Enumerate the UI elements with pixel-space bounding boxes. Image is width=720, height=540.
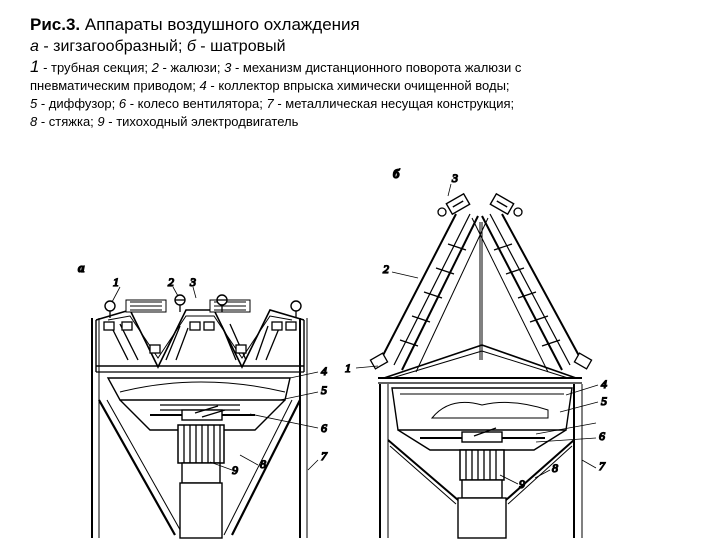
zigzag-tube-sections bbox=[95, 309, 305, 373]
drawing-b-letter: б bbox=[393, 166, 400, 181]
label-a-1: 1 bbox=[113, 275, 119, 289]
label-a-8: 8 bbox=[260, 457, 266, 471]
label-b-3: 3 bbox=[451, 171, 458, 185]
label-b-5: 5 bbox=[601, 394, 607, 408]
legend-num: 5 bbox=[30, 96, 38, 111]
figure-label: Рис.3. bbox=[30, 15, 81, 34]
labels-a bbox=[111, 286, 319, 471]
figure-caption: Рис.3. Аппараты воздушного охлаждения а … bbox=[30, 14, 710, 131]
legend-num: 2 bbox=[151, 60, 159, 75]
legend-text: - колесо вентилятора; bbox=[126, 96, 267, 111]
motor-b bbox=[457, 449, 507, 539]
legend-text: - диффузор; bbox=[37, 96, 119, 111]
support-structure-a bbox=[91, 318, 308, 538]
variant-a-letter: а bbox=[30, 38, 39, 55]
label-a-3: 3 bbox=[189, 275, 196, 289]
labels-b bbox=[355, 183, 599, 485]
legend-line-3: 5 - диффузор; 6 - колесо вентилятора; 7 … bbox=[30, 95, 710, 113]
legend-num: 4 bbox=[199, 78, 207, 93]
support-structure-b bbox=[379, 384, 583, 538]
legend-num: 7 bbox=[266, 96, 274, 111]
label-b-7: 7 bbox=[599, 459, 606, 473]
label-b-2: 2 bbox=[383, 262, 389, 276]
legend-text: - механизм дистанционного поворота жалюз… bbox=[231, 60, 522, 75]
legend-num: 8 bbox=[30, 114, 38, 129]
label-b-6: 6 bbox=[599, 429, 605, 443]
legend-text: - жалюзи; bbox=[158, 60, 225, 75]
louver-drive-mechanisms-b bbox=[369, 192, 593, 370]
drawing-a-letter: а bbox=[78, 260, 85, 275]
legend-num: 1 bbox=[30, 57, 40, 76]
label-a-6: 6 bbox=[321, 421, 327, 435]
figure-title-text: Аппараты воздушного охлаждения bbox=[80, 15, 360, 34]
legend-text: - трубная секция; bbox=[39, 60, 152, 75]
legend-line-4: 8 - стяжка; 9 - тихоходный электродвигат… bbox=[30, 113, 710, 131]
legend-num: 9 bbox=[97, 114, 105, 129]
diffuser-a bbox=[106, 377, 291, 431]
fan-wheel-b bbox=[420, 427, 545, 443]
base-frame-b bbox=[378, 344, 582, 384]
figure-title: Рис.3. Аппараты воздушного охлаждения bbox=[30, 14, 710, 36]
variant-b-text: - шатровый bbox=[195, 38, 286, 55]
legend-text: - металлическая несущая конструкция; bbox=[273, 96, 515, 111]
legend-num: 6 bbox=[118, 96, 127, 111]
fan-wheel-a bbox=[150, 405, 255, 421]
legend-text: пневматическим приводом; bbox=[30, 78, 200, 93]
variant-b-letter: б bbox=[186, 38, 196, 55]
label-b-8: 8 bbox=[552, 461, 558, 475]
legend-text: - коллектор впрыска химически очищенной … bbox=[206, 78, 510, 93]
label-b-4: 4 bbox=[601, 377, 607, 391]
legend-text: - стяжка; bbox=[37, 114, 98, 129]
label-a-9: 9 bbox=[232, 463, 238, 477]
label-b-1: 1 bbox=[345, 361, 351, 375]
legend-text: - тихоходный электродвигатель bbox=[104, 114, 299, 129]
label-a-7: 7 bbox=[321, 449, 328, 463]
label-a-4: 4 bbox=[321, 364, 327, 378]
label-a-2: 2 bbox=[168, 275, 174, 289]
louvers-a bbox=[125, 299, 251, 313]
louver-drive-mechanisms-a bbox=[103, 294, 302, 354]
drawing-a-zigzag-cooler: а bbox=[77, 259, 329, 539]
legend-num: 3 bbox=[224, 60, 232, 75]
a-frame-sections bbox=[377, 213, 585, 373]
drawing-b-tent-cooler: б bbox=[344, 165, 608, 539]
label-b-9: 9 bbox=[519, 477, 525, 491]
legend-line-2: пневматическим приводом; 4 - коллектор в… bbox=[30, 77, 710, 95]
figure-subtitle: а - зигзагообразный; б - шатровый bbox=[30, 36, 710, 58]
label-a-5: 5 bbox=[321, 383, 327, 397]
variant-a-text: - зигзагообразный; bbox=[38, 38, 187, 55]
legend-line-1: 1 - трубная секция; 2 - жалюзи; 3 - меха… bbox=[30, 58, 710, 77]
motor-a bbox=[177, 424, 225, 539]
